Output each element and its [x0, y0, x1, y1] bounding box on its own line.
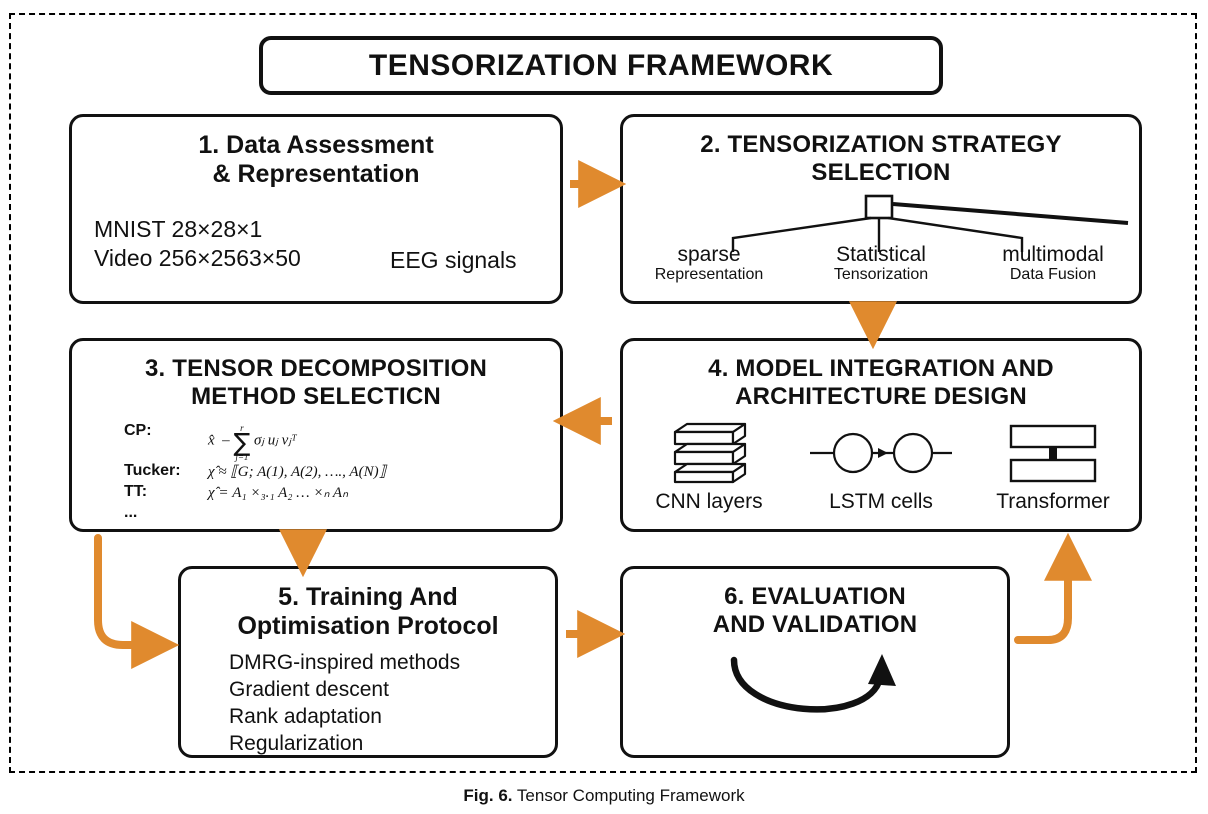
training-method-item: Gradient descent: [229, 677, 389, 701]
strategy-option-statistical-label: Statistical: [836, 243, 926, 267]
strategy-option-statistical-sublabel: Tensorization: [833, 266, 929, 284]
step-1-body: MNIST 28×28×1 Video 256×2563×50 EEG sign…: [72, 215, 560, 274]
step-6-box[interactable]: 6. EVALUATION AND VALIDATION: [620, 566, 1010, 758]
formula-tucker-expression: χ̂ ≈ ⟦G; A(1), A(2), …., A(N)⟧: [208, 464, 387, 481]
strategy-tree-labels: sparse Representation Statistical Tensor…: [623, 244, 1139, 284]
step-6-heading-line1: 6. EVALUATION: [724, 583, 906, 610]
step-2-box[interactable]: 2. TENSORIZATION STRATEGY SELECTION spar…: [620, 114, 1142, 304]
architecture-option-lstm-label: LSTM cells: [829, 490, 933, 514]
figure-caption: Fig. 6. Tensor Computing Framework: [0, 786, 1208, 806]
strategy-tree: sparse Representation Statistical Tensor…: [623, 190, 1139, 288]
strategy-option-statistical[interactable]: Statistical Tensorization: [795, 244, 967, 284]
step-6-heading: 6. EVALUATION AND VALIDATION: [623, 583, 1007, 638]
formula-tt-expression: χ̂ = A₁ ×₃.₁ A₂ … ×ₙ Aₙ: [208, 485, 349, 502]
step-5-heading-line1: 5. Training And: [278, 583, 458, 611]
strategy-option-sparse-sublabel: Representation: [654, 266, 764, 284]
sum-upper-limit: r: [240, 423, 244, 434]
framework-title-box: TENSORIZATION FRAMEWORK: [259, 36, 943, 95]
step-1-dataset-mnist: MNIST 28×28×1: [94, 215, 263, 242]
step-4-heading: 4. MODEL INTEGRATION AND ARCHITECTURE DE…: [623, 355, 1139, 410]
step-4-heading-line1: 4. MODEL INTEGRATION AND: [708, 355, 1054, 382]
summation-symbol: r ∑ j=1: [233, 424, 250, 462]
step-5-box[interactable]: 5. Training And Optimisation Protocol DM…: [178, 566, 558, 758]
formula-tt-name: TT:: [124, 483, 148, 501]
lstm-arrowhead: [878, 448, 888, 459]
step-5-heading: 5. Training And Optimisation Protocol: [181, 583, 555, 641]
architecture-option-cnn-label: CNN layers: [655, 490, 763, 514]
transformer-connector: [1049, 447, 1057, 461]
step-3-heading: 3. TENSOR DECOMPOSITION METHOD SELECTICN: [72, 355, 560, 410]
strategy-option-sparse[interactable]: sparse Representation: [623, 244, 795, 284]
step-4-heading-line2: ARCHITECTURE DESIGN: [735, 382, 1027, 410]
architecture-option-transformer-label: Transformer: [996, 490, 1110, 514]
step-2-heading-line2: SELECTION: [811, 158, 951, 186]
step-2-heading-line1: 2. TENSORIZATION STRATEGY: [700, 131, 1062, 158]
formula-cp-lhs: x̂: [208, 432, 215, 449]
architecture-option-cnn[interactable]: CNN layers: [623, 420, 795, 514]
strategy-option-multimodal[interactable]: multimodal Data Fusion: [967, 244, 1139, 284]
step-3-heading-line2: METHOD SELECTICN: [191, 382, 441, 410]
figure-caption-text: Tensor Computing Framework: [516, 786, 745, 805]
architecture-icon-row: CNN layers LSTM cells: [623, 420, 1139, 514]
strategy-option-multimodal-sublabel: Data Fusion: [1009, 266, 1097, 284]
tree-branch-multimodal: [887, 217, 1024, 253]
architecture-option-lstm[interactable]: LSTM cells: [795, 420, 967, 514]
formula-ellipsis: ...: [124, 504, 138, 522]
lstm-cells-icon: [810, 433, 952, 474]
curved-feedback-arrow-icon: [730, 654, 896, 713]
strategy-option-sparse-label: sparse: [677, 243, 741, 267]
strategy-tree-lines: [731, 194, 1129, 253]
step-1-heading-line2: & Representation: [212, 159, 420, 188]
architecture-option-transformer[interactable]: Transformer: [967, 420, 1139, 514]
step-1-dataset-eeg: EEG signals: [390, 246, 517, 273]
step-3-box[interactable]: 3. TENSOR DECOMPOSITION METHOD SELECTICN…: [69, 338, 563, 532]
tree-branch-sparse: [731, 216, 872, 253]
formula-row-tt: TT: χ̂ = A₁ ×₃.₁ A₂ … ×ₙ Aₙ: [124, 483, 560, 502]
formula-cp-terms: σⱼ uⱼ vⱼᵀ: [254, 432, 297, 449]
evaluation-loop-wrapper: [623, 652, 1007, 726]
strategy-option-multimodal-label: multimodal: [1002, 243, 1104, 267]
step-6-heading-line2: AND VALIDATION: [712, 610, 918, 638]
formula-row-tucker: Tucker: χ̂ ≈ ⟦G; A(1), A(2), …., A(N)⟧: [124, 462, 560, 481]
formula-cp-expression: x̂ – r ∑ j=1 σⱼ uⱼ vⱼᵀ: [208, 423, 297, 463]
formula-cp-name: CP:: [124, 422, 152, 440]
sigma-glyph: ∑: [233, 428, 251, 458]
stacked-layers-icon: [673, 423, 747, 484]
tree-root-node: [864, 194, 894, 220]
step-2-heading: 2. TENSORIZATION STRATEGY SELECTION: [623, 131, 1139, 186]
transformer-blocks-icon: [1009, 424, 1097, 483]
tree-stray-line: [892, 202, 1129, 226]
training-method-item: Rank adaptation: [229, 705, 382, 729]
training-method-item: DMRG-inspired methods: [229, 650, 461, 674]
sum-lower-limit: j=1: [235, 452, 249, 463]
step-3-heading-line1: 3. TENSOR DECOMPOSITION: [145, 355, 487, 382]
training-method-item: Regularization: [229, 732, 364, 756]
page-title: TENSORIZATION FRAMEWORK: [368, 48, 834, 82]
figure-caption-label: Fig. 6.: [463, 786, 513, 805]
feedback-arrowhead: [868, 654, 896, 687]
step-1-heading: 1. Data Assessment & Representation: [72, 131, 560, 189]
step-5-heading-line2: Optimisation Protocol: [237, 611, 499, 640]
step-1-dataset-video: Video 256×2563×50: [94, 244, 301, 271]
formula-tucker-name: Tucker:: [124, 462, 181, 480]
figure-dashed-frame: [9, 13, 1197, 773]
training-method-list: DMRG-inspired methods Gradient descent R…: [181, 649, 555, 758]
step-4-box[interactable]: 4. MODEL INTEGRATION AND ARCHITECTURE DE…: [620, 338, 1142, 532]
decomposition-formula-list: CP: x̂ – r ∑ j=1 σⱼ uⱼ vⱼᵀ Tucker: χ̂ ≈ …: [72, 422, 560, 522]
formula-row-cp: CP: x̂ – r ∑ j=1 σⱼ uⱼ vⱼᵀ: [124, 422, 560, 463]
step-1-box[interactable]: 1. Data Assessment & Representation MNIS…: [69, 114, 563, 304]
step-1-heading-line1: 1. Data Assessment: [198, 131, 434, 159]
